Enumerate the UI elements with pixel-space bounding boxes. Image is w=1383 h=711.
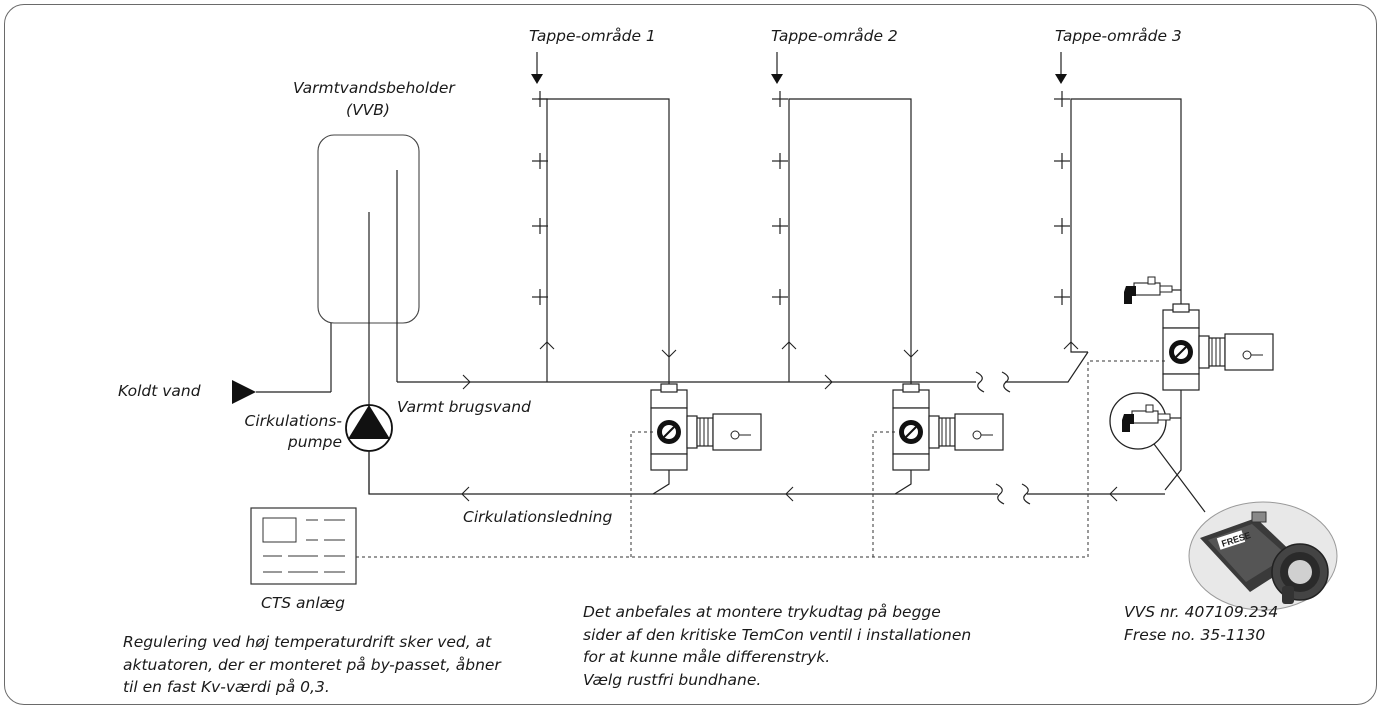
product-numbers: VVS nr. 407109.234 Frese no. 35-1130: [1124, 603, 1279, 644]
label-tap-area-3: Tappe-område 3: [1055, 27, 1182, 45]
pressure-tap-upper: [1123, 276, 1181, 305]
label-cold-water: Koldt vand: [118, 382, 201, 400]
regulation-note: Regulering ved høj temperaturdrift sker …: [123, 633, 501, 696]
cts-panel: [250, 507, 357, 585]
pressure-tap-lower-detail: [1109, 392, 1206, 513]
label-tank: Varmtvandsbeholder (VVB): [293, 79, 455, 119]
label-pump: Cirkulations- pumpe: [244, 412, 342, 451]
label-hot-water: Varmt brugsvand: [397, 398, 531, 416]
temcon-valve-1: [650, 383, 762, 471]
riser-area-3: [1053, 90, 1182, 491]
diagram-frame: [4, 4, 1377, 705]
label-circulation-line: Cirkulationsledning: [463, 508, 613, 526]
cold-water-arrow: [232, 380, 256, 404]
temcon-valve-3: [1162, 303, 1274, 391]
temcon-valve-2: [892, 383, 1004, 471]
tap-area-arrows: [531, 52, 1067, 84]
label-cts: CTS anlæg: [261, 594, 345, 612]
recommendation-note: Det anbefales at montere trykudtag på be…: [583, 603, 972, 689]
label-tap-area-2: Tappe-område 2: [771, 27, 898, 45]
circulation-pump-symbol: [345, 404, 393, 452]
control-signal-lines: [356, 360, 1168, 558]
valve-product-image: FRESE: [1188, 501, 1338, 611]
riser-area-1: [531, 90, 677, 400]
label-tap-area-1: Tappe-område 1: [529, 27, 656, 45]
riser-area-2: [771, 90, 919, 400]
